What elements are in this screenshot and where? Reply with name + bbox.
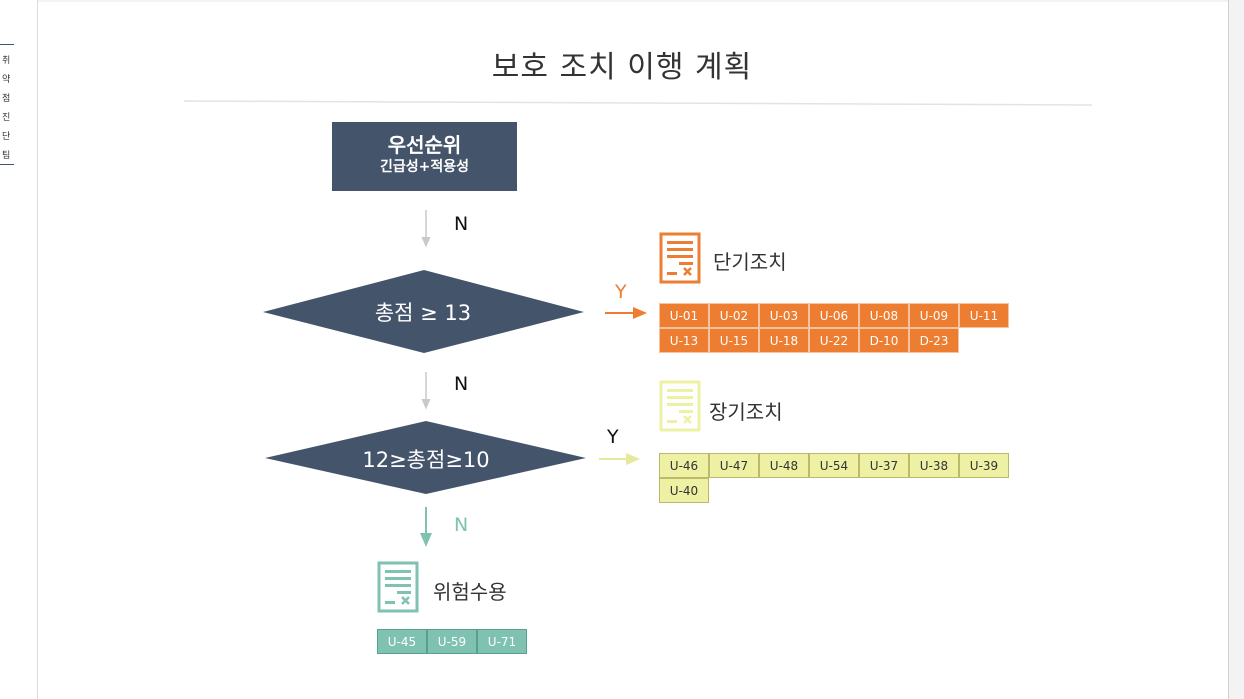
long-term-item: U-39: [959, 453, 1009, 478]
long-term-item: U-38: [909, 453, 959, 478]
short-term-item: U-01: [659, 303, 709, 328]
decision2-diamond: [265, 421, 586, 494]
sidebar-vertical-label: 취 약 점 진 단 팀: [2, 52, 14, 166]
decision2-no-label: N: [454, 514, 469, 536]
short-term-item: U-02: [709, 303, 759, 328]
risk-accept-label: 위험수용: [433, 580, 507, 604]
short-term-label: 단기조치: [713, 250, 787, 274]
risk-accept-item: U-71: [477, 629, 527, 654]
short-term-item: D-23: [909, 328, 959, 353]
long-term-item: U-54: [809, 453, 859, 478]
short-term-item: U-06: [809, 303, 859, 328]
document-icon-yellow: [659, 380, 701, 432]
long-term-item: U-48: [759, 453, 809, 478]
sidebar-char: 약: [2, 75, 11, 85]
sidebar-bottom-line: [0, 164, 14, 165]
short-term-item: U-11: [959, 303, 1009, 328]
long-term-table: U-46 U-47 U-48 U-54 U-37 U-38 U-39 U-40: [659, 453, 1009, 503]
short-term-item: D-10: [859, 328, 909, 353]
sidebar-char: 진: [2, 113, 11, 123]
document-icon-teal: [377, 561, 419, 613]
document-icon-orange: [659, 232, 701, 284]
risk-accept-table: U-45 U-59 U-71: [377, 629, 527, 654]
decision1-text: 총점 ≥ 13: [374, 301, 472, 325]
sidebar-char: 단: [2, 132, 11, 142]
top-no-label: N: [454, 213, 469, 235]
short-term-item: U-15: [709, 328, 759, 353]
short-term-item: U-22: [809, 328, 859, 353]
short-term-item: U-03: [759, 303, 809, 328]
short-term-table: U-01 U-02 U-03 U-06 U-08 U-09 U-11 U-13 …: [659, 303, 1009, 353]
long-term-item: U-40: [659, 478, 709, 503]
slide-canvas: [38, 2, 1228, 699]
left-margin-strip: [0, 0, 38, 699]
short-term-item: U-18: [759, 328, 809, 353]
short-term-item: U-09: [909, 303, 959, 328]
sidebar-top-line: [0, 44, 14, 45]
right-margin-strip: [1228, 0, 1244, 699]
decision1-diamond: [263, 270, 584, 353]
sidebar-char: 점: [2, 94, 11, 104]
short-term-item: U-08: [859, 303, 909, 328]
decision2-yes-label: Y: [607, 426, 619, 448]
risk-accept-item: U-59: [427, 629, 477, 654]
page-title: 보호 조치 이행 계획: [491, 50, 753, 85]
long-term-item: U-47: [709, 453, 759, 478]
decision2-text: 12≥총점≥10: [362, 448, 490, 472]
priority-subtitle: 긴급성+적용성: [379, 159, 469, 175]
priority-box: 우선순위 긴급성+적용성: [332, 122, 517, 191]
long-term-item: U-46: [659, 453, 709, 478]
sidebar-char: 팀: [2, 151, 11, 161]
decision1-no-label: N: [454, 373, 469, 395]
long-term-label: 장기조치: [709, 400, 783, 424]
title-divider: [184, 100, 1093, 106]
risk-accept-item: U-45: [377, 629, 427, 654]
long-term-item: U-37: [859, 453, 909, 478]
priority-title: 우선순위: [387, 133, 462, 157]
decision1-yes-label: Y: [615, 281, 627, 303]
sidebar-char: 취: [2, 56, 11, 66]
short-term-item: U-13: [659, 328, 709, 353]
